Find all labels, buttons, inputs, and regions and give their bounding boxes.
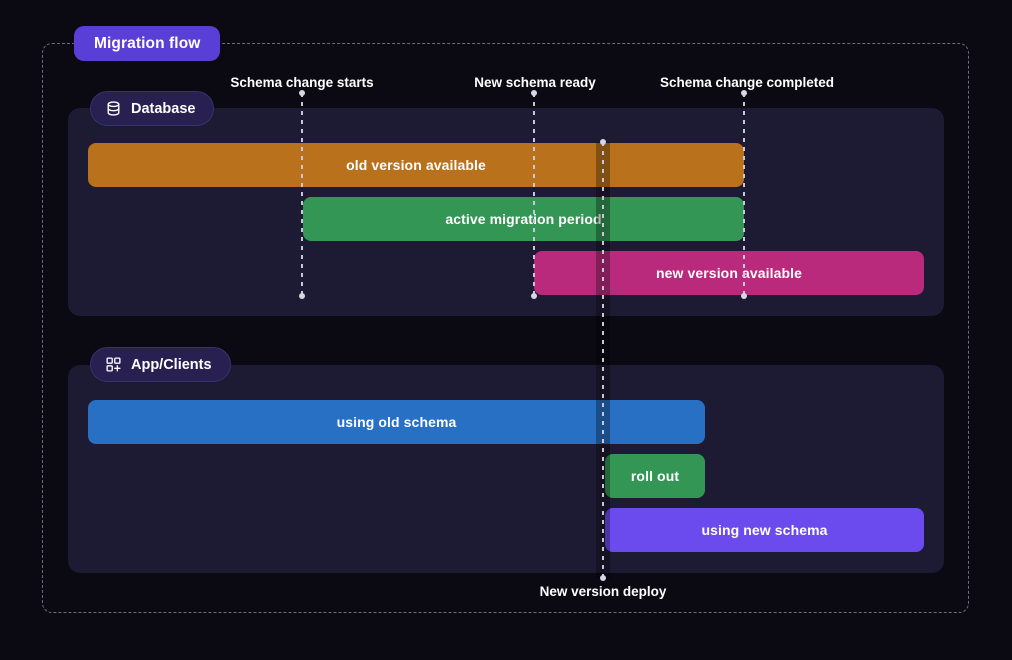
bar-label: using old schema xyxy=(336,414,457,430)
marker-line-new-schema-ready xyxy=(531,90,537,299)
bar-active-migration-period: active migration period xyxy=(303,197,744,241)
database-icon xyxy=(105,100,122,117)
bar-old-version-available: old version available xyxy=(88,143,744,187)
marker-dot-bottom xyxy=(531,293,537,299)
lane-pill-app-clients: App/Clients xyxy=(90,347,231,382)
marker-label-schema-change-starts: Schema change starts xyxy=(230,75,374,90)
diagram-frame xyxy=(42,43,969,613)
bar-label: new version available xyxy=(655,265,803,281)
bar-label: roll out xyxy=(630,468,680,484)
marker-dot-top xyxy=(531,90,537,96)
bar-label: old version available xyxy=(346,157,486,173)
marker-dot-top xyxy=(741,90,747,96)
bar-new-version-available: new version available xyxy=(534,251,924,295)
lane-label-app-clients: App/Clients xyxy=(131,356,212,373)
migration-flow-title-badge: Migration flow xyxy=(74,26,221,61)
marker-dot-top xyxy=(600,139,606,145)
marker-label-schema-change-completed: Schema change completed xyxy=(659,75,835,90)
bar-label: active migration period xyxy=(445,211,602,227)
bar-roll-out: roll out xyxy=(605,454,705,498)
marker-dot-bottom xyxy=(299,293,305,299)
marker-label-new-version-deploy: New version deploy xyxy=(539,584,667,599)
marker-dot-bottom xyxy=(741,293,747,299)
bar-label: using new schema xyxy=(701,522,828,538)
marker-dot-top xyxy=(299,90,305,96)
marker-line-schema-change-completed xyxy=(741,90,747,299)
marker-dot-bottom xyxy=(600,575,606,581)
marker-line-schema-change-starts xyxy=(299,90,305,299)
bar-using-old-schema: using old schema xyxy=(88,400,705,444)
marker-line-new-version-deploy xyxy=(600,139,606,581)
marker-label-new-schema-ready: New schema ready xyxy=(474,75,596,90)
lane-pill-database: Database xyxy=(90,91,215,126)
bar-using-new-schema: using new schema xyxy=(605,508,924,552)
lane-label-database: Database xyxy=(131,100,196,117)
apps-plus-icon xyxy=(105,356,122,373)
